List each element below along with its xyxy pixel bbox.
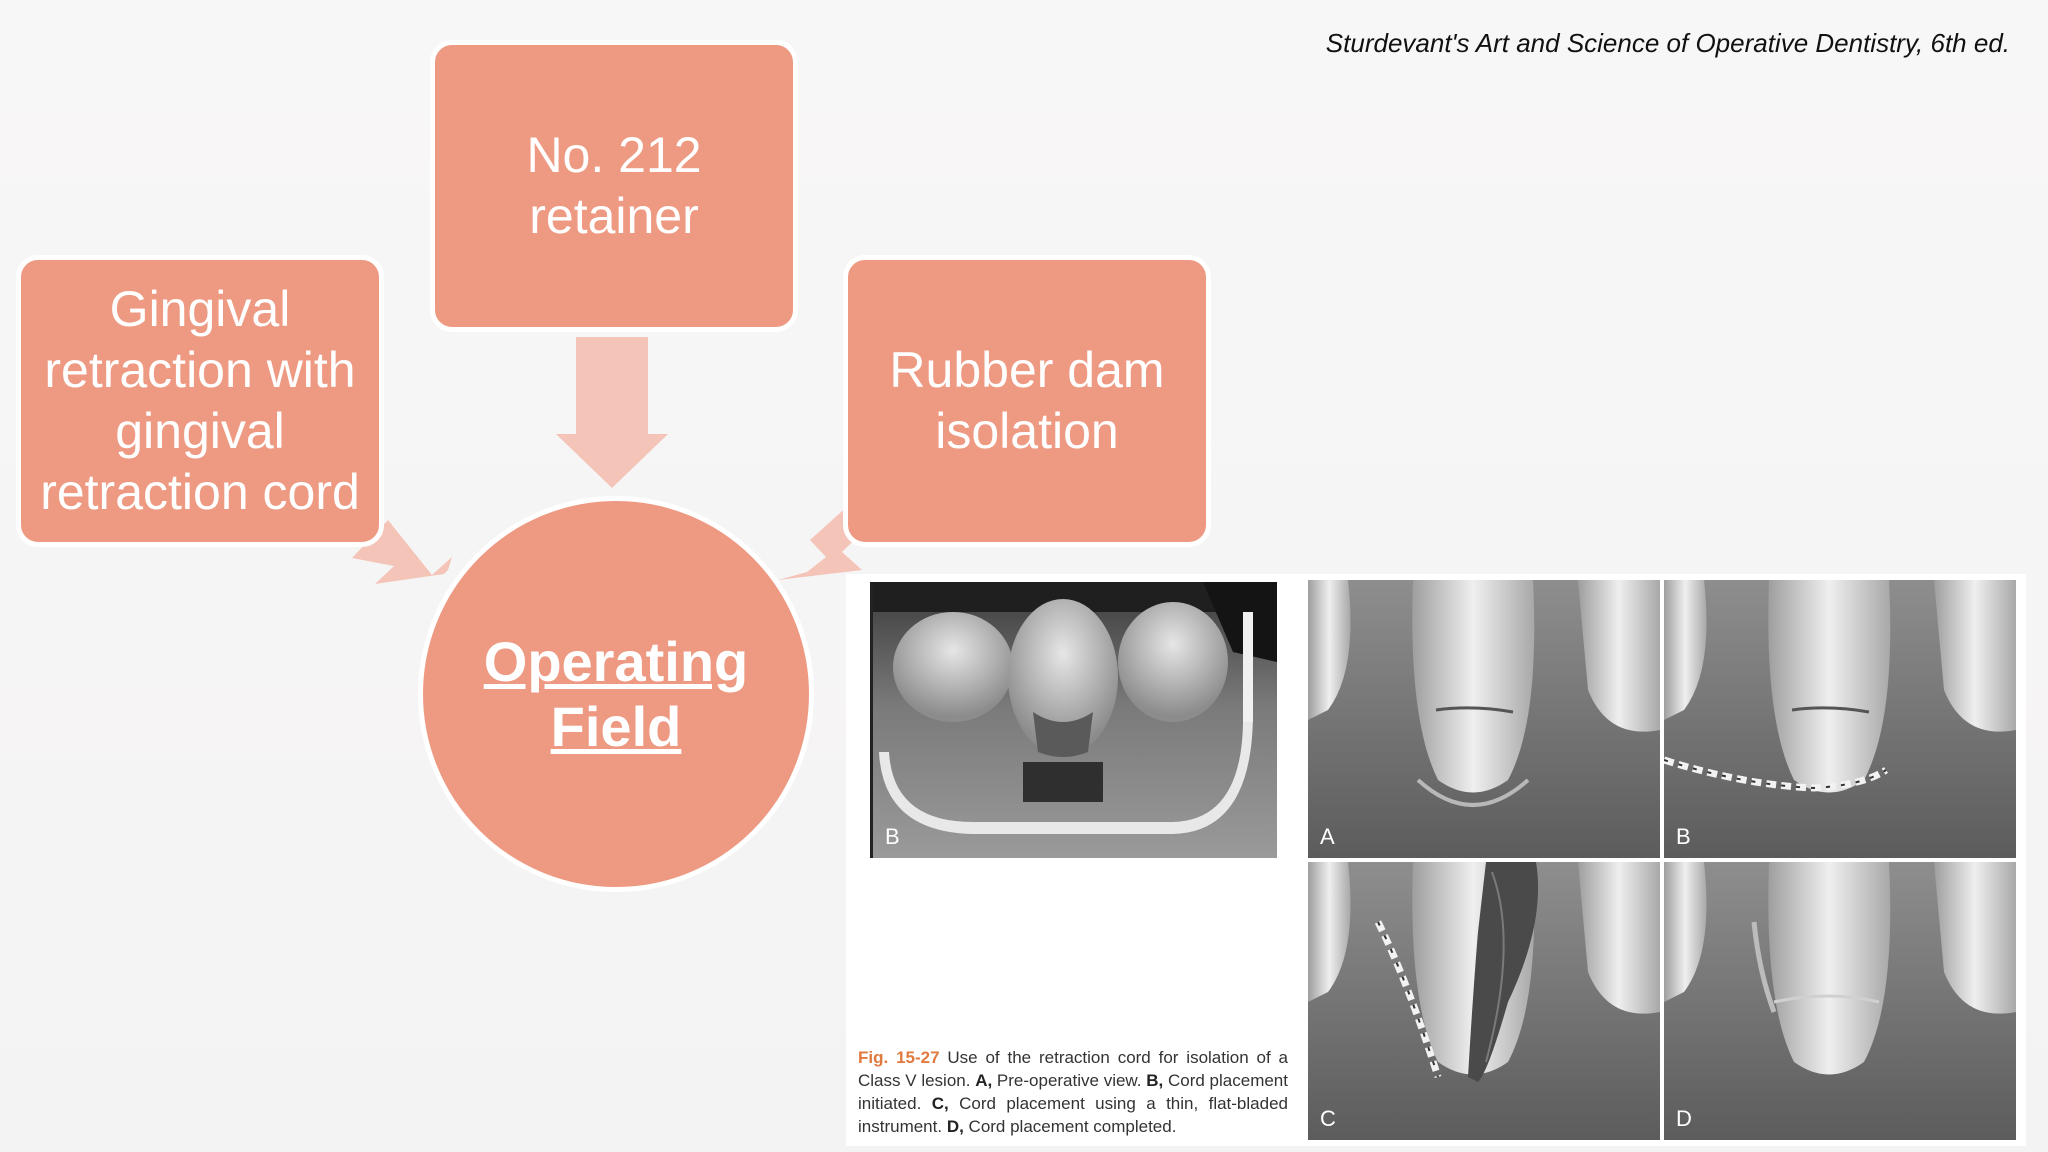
gingival-line-1: Gingival [109, 281, 291, 337]
operating-field-line-2: Field [550, 695, 682, 758]
retainer-line-1: No. 212 [526, 127, 702, 183]
operating-field-circle: Operating Field [418, 496, 814, 892]
photo-b-cord-initiated: B [1664, 580, 2016, 858]
caption-key-c: C, [931, 1094, 949, 1113]
photo-label-b: B [1676, 824, 1691, 849]
rubber-dam-box: Rubber dam isolation [843, 255, 1211, 547]
photo-c-flat-bladed-instrument: C [1308, 862, 1660, 1140]
gingival-retraction-box: Gingival retraction with gingival retrac… [16, 255, 384, 547]
figure-caption: Fig. 15-27 Use of the retraction cord fo… [858, 1046, 1288, 1138]
photo-d-cord-completed: D [1664, 862, 2016, 1140]
gingival-line-3: gingival [115, 403, 285, 459]
caption-text-c: Cord placement using a thin, flat-bladed… [858, 1094, 1288, 1136]
gingival-line-4: retraction cord [40, 464, 360, 520]
retainer-box: No. 212 retainer [430, 40, 798, 332]
caption-figure-number: Fig. 15-27 [858, 1048, 940, 1067]
caption-key-a: A, [975, 1071, 993, 1090]
photo-label-dam: B [885, 824, 900, 849]
rubber-dam-line-2: isolation [935, 403, 1119, 459]
caption-key-b: B, [1146, 1071, 1164, 1090]
arrow-down [556, 337, 668, 488]
caption-key-d: D, [946, 1117, 964, 1136]
caption-text-intro: Use of the retraction cord for isolation… [858, 1048, 1288, 1090]
caption-text-b: Cord placement initiated. [858, 1071, 1288, 1113]
gingival-line-2: retraction with [44, 342, 356, 398]
citation: Sturdevant's Art and Science of Operativ… [1325, 28, 2010, 58]
textbook-figure: B [846, 574, 2026, 1146]
rubber-dam-photo: B [870, 582, 1277, 858]
photo-label-a: A [1320, 824, 1335, 849]
caption-text-d: Cord placement completed. [963, 1117, 1177, 1136]
caption-text-a: Pre-operative view. [992, 1071, 1147, 1090]
retainer-line-2: retainer [529, 188, 699, 244]
photo-a-preoperative: A [1308, 580, 1660, 858]
photo-label-d: D [1676, 1106, 1692, 1131]
rubber-dam-line-1: Rubber dam [889, 342, 1165, 398]
photo-label-c: C [1320, 1106, 1336, 1131]
operating-field-line-1: Operating [483, 630, 749, 693]
